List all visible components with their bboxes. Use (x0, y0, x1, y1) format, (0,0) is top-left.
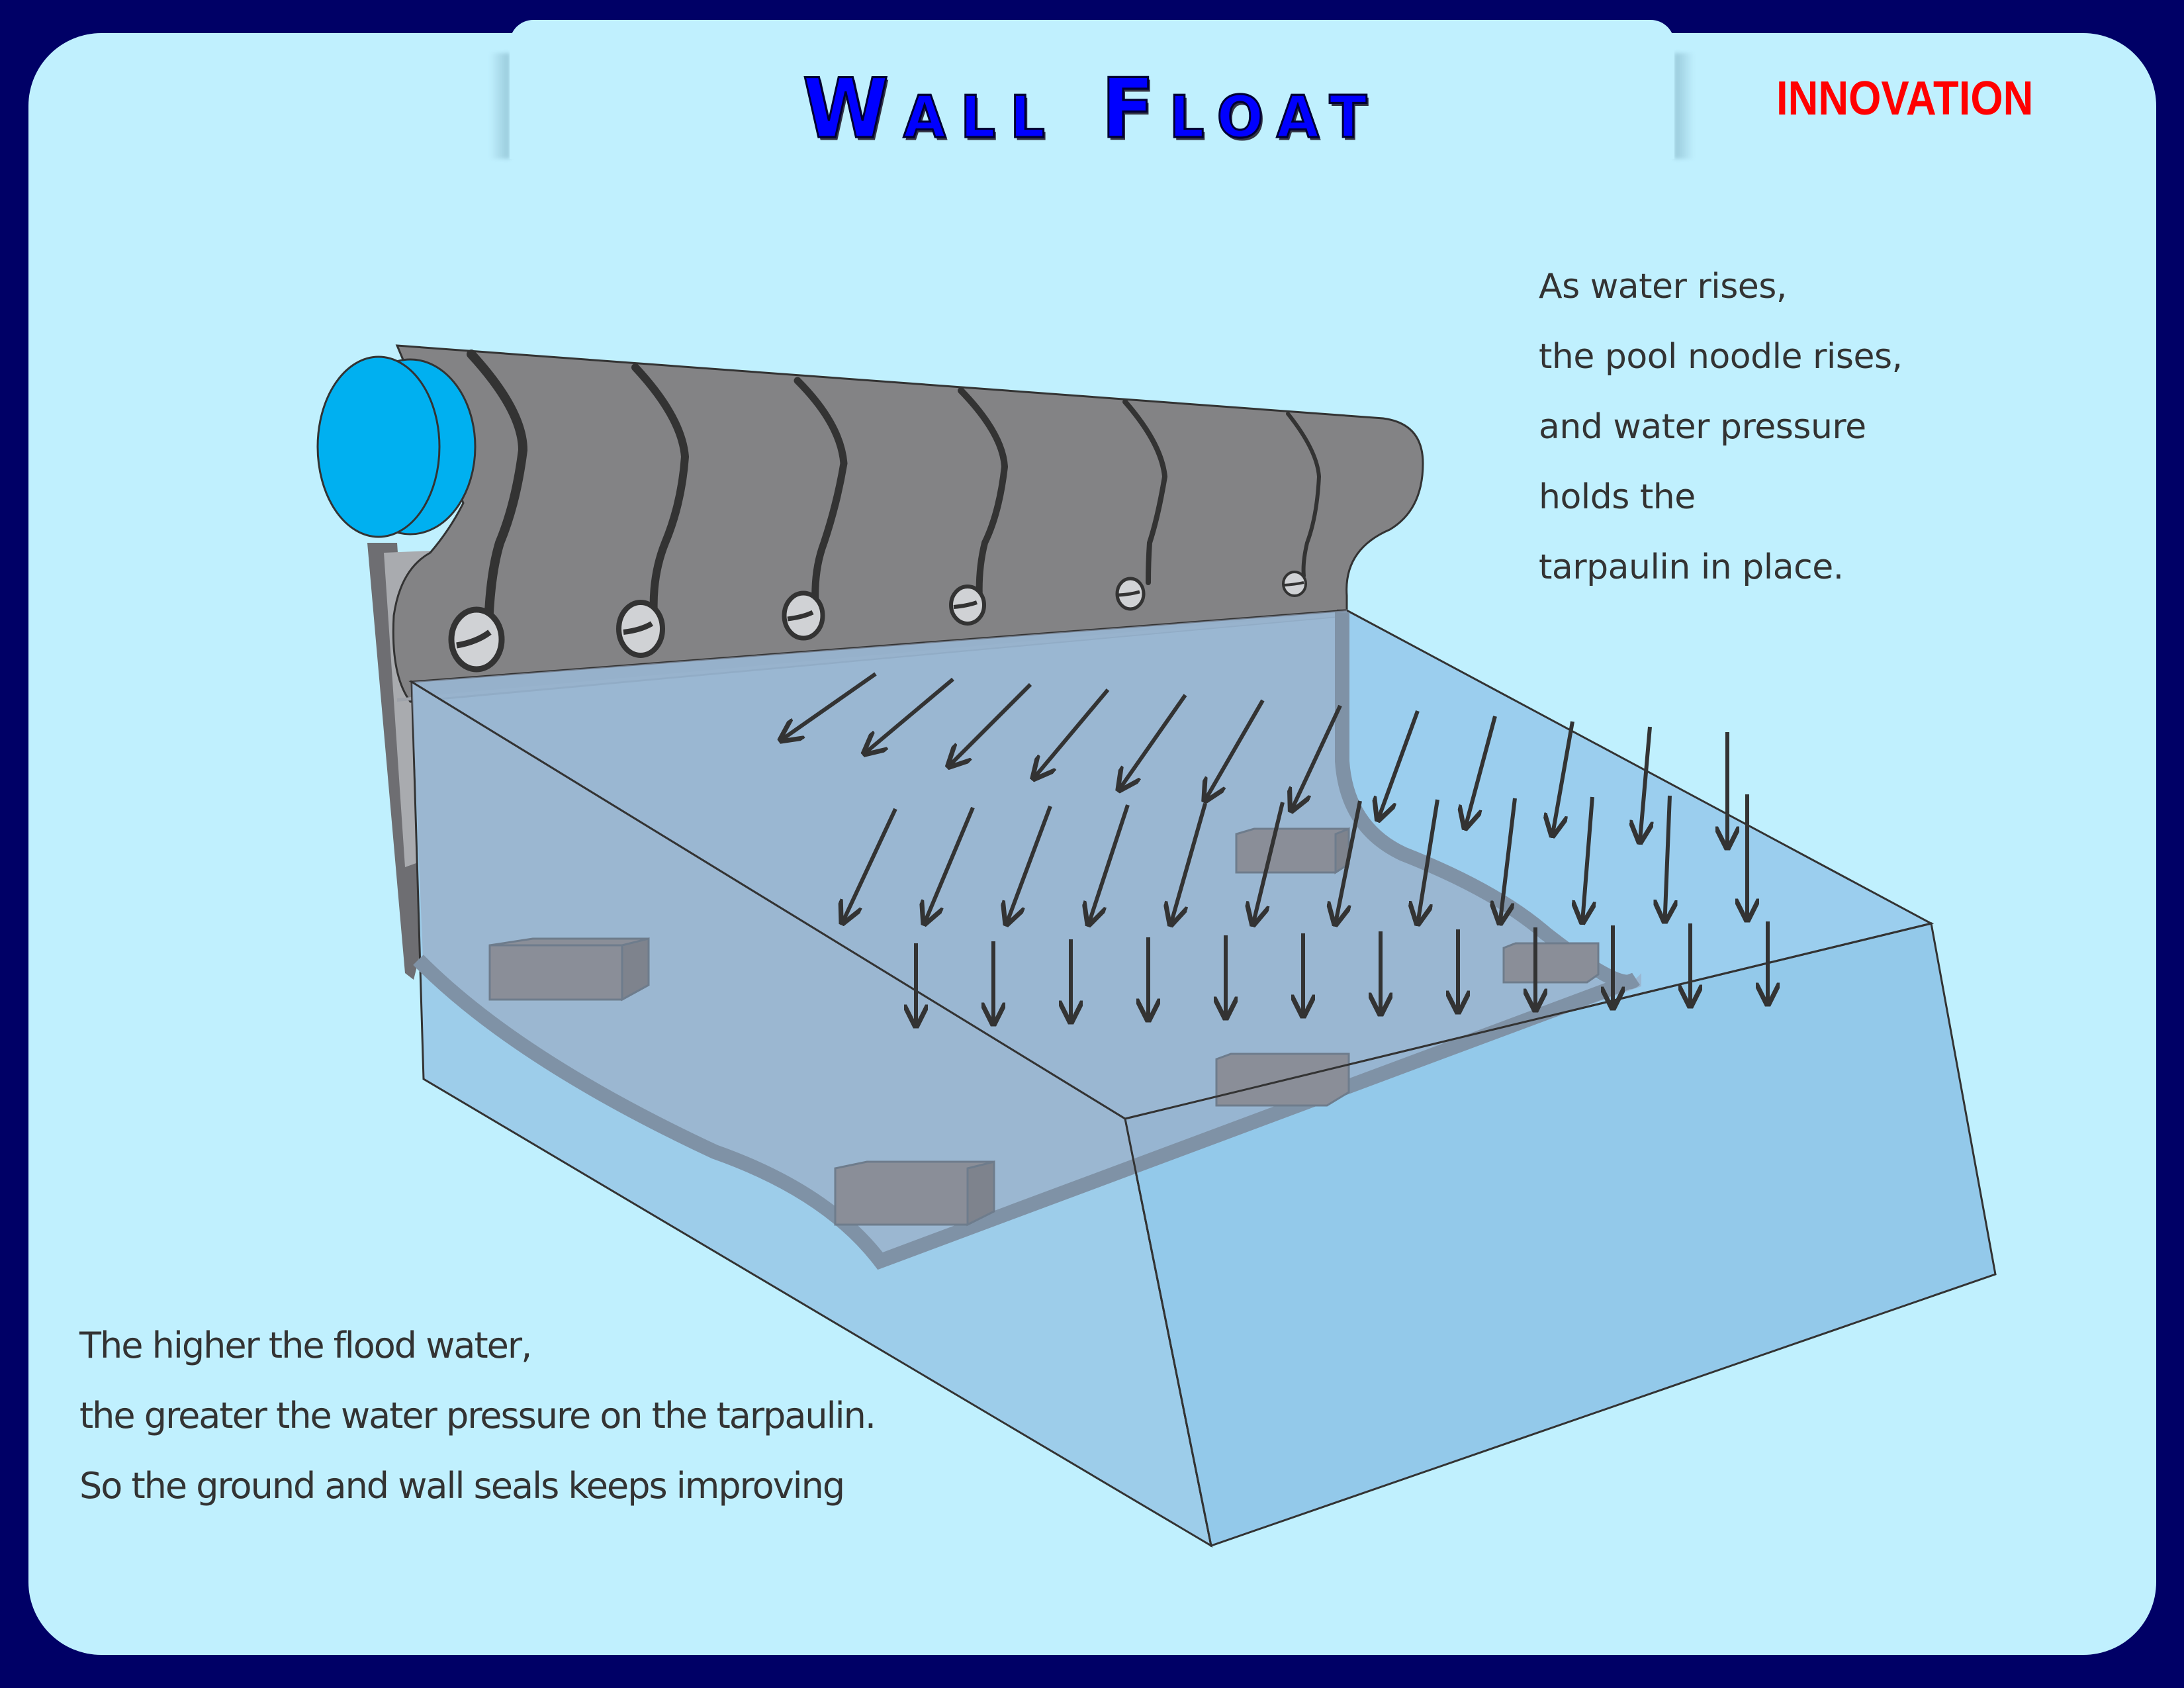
weight-block (834, 1160, 995, 1227)
tie-cord (467, 350, 528, 633)
eyelets (448, 571, 1307, 673)
header-tab-shadow (490, 53, 510, 159)
pressure-arrow (1640, 726, 1650, 842)
tie-cord (1286, 412, 1322, 578)
pressure-arrow (1378, 710, 1420, 820)
header-tab-shadow (1674, 53, 1694, 159)
pressure-arrow (781, 672, 877, 740)
tie-cord (958, 387, 1009, 602)
weight-block (488, 937, 650, 1002)
caption-right: As water rises, the pool noodle rises, a… (1539, 252, 1903, 602)
tie-cord (794, 377, 848, 606)
pressure-arrow (1119, 694, 1187, 790)
tie-cords (467, 350, 1322, 633)
pressure-arrow (1205, 699, 1265, 801)
pressure-arrow (864, 677, 954, 753)
caption-line: holds the (1539, 477, 1696, 517)
pressure-arrow (1089, 804, 1130, 925)
pressure-arrow (1418, 799, 1439, 924)
tarpaulin-edge (413, 612, 1640, 1270)
caption-line: The higher the flood water, (79, 1325, 532, 1366)
page-title: Wall Float (801, 60, 1382, 158)
water-edges (411, 680, 1932, 1546)
pressure-arrow (1553, 721, 1574, 835)
header-tab (510, 20, 1674, 159)
weight-block (1502, 942, 1600, 984)
tie-cord (631, 363, 690, 620)
wall-back-strip (367, 543, 424, 980)
pressure-arrow (1582, 796, 1592, 922)
pressure-arrow (1034, 688, 1110, 778)
tarpaulin-submerged (412, 610, 1641, 1261)
pool-noodle-end (316, 355, 441, 538)
pressure-arrow (1171, 803, 1207, 925)
pressure-arrow (1007, 805, 1052, 924)
pressure-arrows (781, 672, 1768, 1026)
caption-line: the pool noodle rises, (1539, 337, 1903, 377)
caption-line: and water pressure (1539, 407, 1866, 447)
caption-line: tarpaulin in place. (1539, 547, 1844, 587)
caption-line: As water rises, (1539, 267, 1787, 306)
pressure-arrow (1336, 800, 1362, 924)
pressure-arrow (1253, 802, 1285, 925)
caption-line: the greater the water pressure on the ta… (79, 1395, 876, 1436)
weights (488, 827, 1600, 1227)
weight-block (1235, 827, 1350, 874)
innovation-badge: INNOVATION (1776, 72, 2034, 125)
pressure-arrow (948, 682, 1032, 767)
caption-line: So the ground and wall seals keeps impro… (79, 1465, 845, 1507)
caption-bottom: The higher the flood water, the greater … (79, 1311, 876, 1521)
pressure-arrow (842, 808, 897, 923)
pressure-arrow (1291, 704, 1342, 811)
pressure-arrow (925, 806, 975, 923)
pressure-arrow (1500, 798, 1517, 923)
tie-cord (1122, 399, 1168, 585)
pressure-arrow (1664, 795, 1670, 921)
pressure-arrow (1465, 716, 1497, 828)
